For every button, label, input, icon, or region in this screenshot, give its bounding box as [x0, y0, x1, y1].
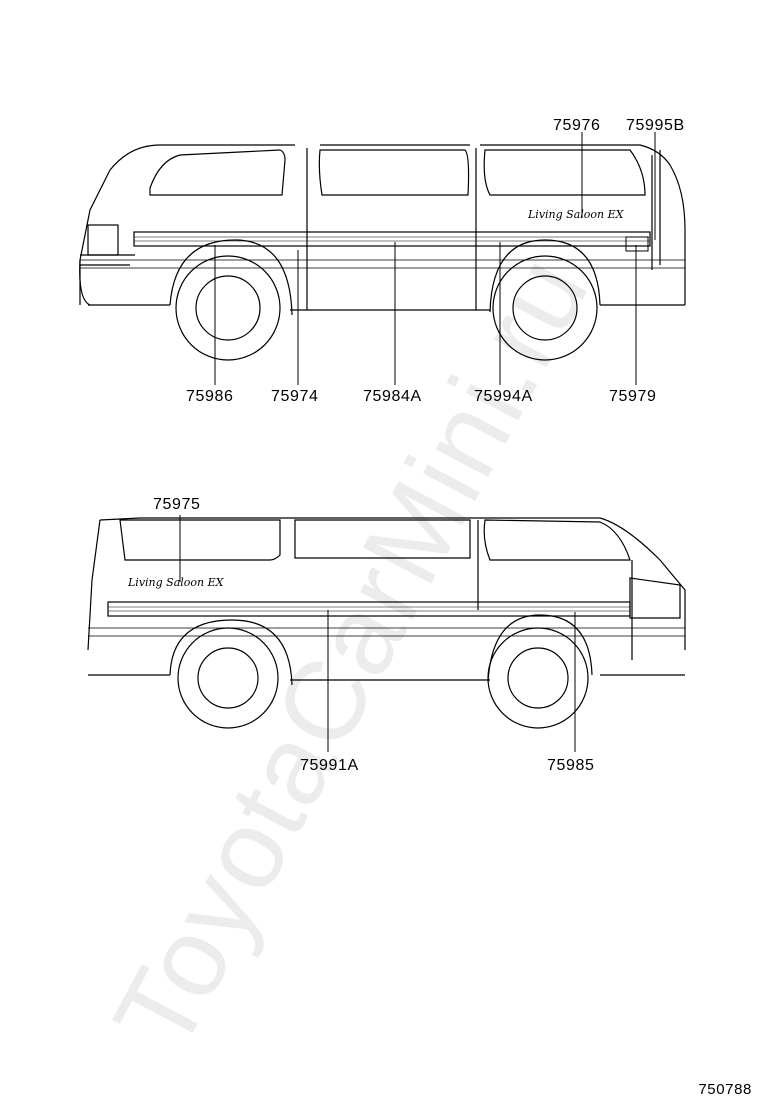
front-window [483, 519, 631, 561]
label-75984a[interactable]: 75984A [363, 388, 422, 405]
label-75995b[interactable]: 75995B [626, 117, 685, 134]
emblem-right: Living Saloon EX [527, 208, 625, 221]
roof-line [109, 144, 671, 171]
rear-window [483, 149, 646, 196]
label-75979[interactable]: 75979 [609, 388, 657, 405]
rear-wheel [177, 627, 279, 729]
front-pillar [659, 559, 686, 650]
rear-pillar [669, 164, 686, 305]
rear-window [119, 519, 281, 561]
lower-body-line [88, 627, 685, 637]
label-75991a[interactable]: 75991A [300, 757, 359, 774]
front-pillar [79, 169, 111, 305]
front-window [149, 149, 286, 196]
front-wheel [487, 627, 589, 729]
roof-line [99, 517, 661, 561]
front-bumper [79, 254, 135, 306]
middle-window [318, 149, 470, 196]
lower-body-line [80, 259, 685, 269]
figure-number: 750788 [698, 1081, 752, 1098]
sill-line [88, 674, 685, 681]
label-75974[interactable]: 75974 [271, 388, 319, 405]
middle-window [294, 519, 471, 559]
side-stripe [107, 601, 631, 617]
rear-pillar [87, 519, 101, 651]
label-75976[interactable]: 75976 [553, 117, 601, 134]
van-left-side-view: Living Saloon EX [87, 515, 686, 752]
label-75975[interactable]: 75975 [153, 496, 201, 513]
rear-wheel-arch [489, 239, 601, 313]
label-75994a[interactable]: 75994A [474, 388, 533, 405]
rear-wheel [492, 255, 598, 361]
label-75985[interactable]: 75985 [547, 757, 595, 774]
sill-line [88, 304, 685, 311]
front-wheel-arch [169, 239, 293, 316]
label-75986[interactable]: 75986 [186, 388, 234, 405]
van-right-side-view: Living Saloon EX [79, 132, 686, 385]
front-lamp [629, 577, 681, 619]
front-wheel [175, 255, 281, 361]
side-stripe [133, 231, 651, 247]
emblem-left: Living Saloon EX [127, 576, 225, 589]
